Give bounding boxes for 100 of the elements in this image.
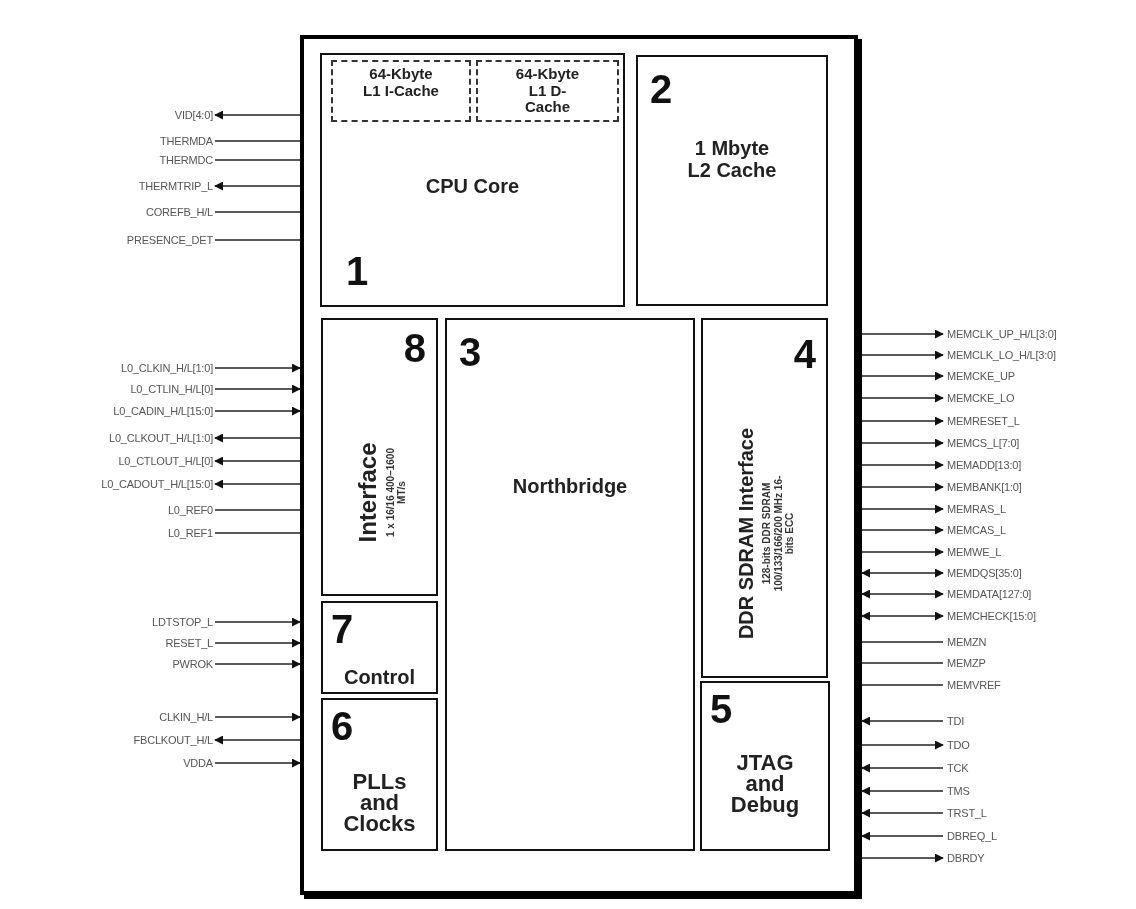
pin-label: TMS xyxy=(947,784,970,798)
cache-block xyxy=(331,60,471,122)
block-number: 2 xyxy=(650,69,673,109)
block-title: 64-Kbyte L1 I-Cache xyxy=(362,66,440,99)
pin-label: MEMDQS[35:0] xyxy=(947,566,1022,580)
signal-line xyxy=(214,456,301,466)
pin-label: TRST_L xyxy=(947,806,987,820)
block-title: PLLs and Clocks xyxy=(342,772,417,835)
pin-label: TCK xyxy=(947,761,969,775)
pin-label: FBCLKOUT_H/L xyxy=(133,733,213,747)
signal-line xyxy=(214,406,301,416)
debug-block xyxy=(700,681,830,851)
signal-line xyxy=(861,460,944,470)
block-number: 7 xyxy=(331,609,354,649)
signal-line xyxy=(214,363,301,373)
signal-line xyxy=(214,110,301,120)
pin-label: L0_CTLIN_H/L[0] xyxy=(130,382,213,396)
signal-line xyxy=(861,482,944,492)
signal-line xyxy=(214,735,301,745)
block-number: 1 xyxy=(346,251,369,291)
signal-line xyxy=(214,140,301,142)
signal-line xyxy=(861,786,944,796)
signal-line xyxy=(214,712,301,722)
signal-line xyxy=(214,384,301,394)
northbridge-block xyxy=(445,318,695,851)
pin-label: CLKIN_H/L xyxy=(159,710,213,724)
block-title: Interface xyxy=(352,442,381,543)
signal-line xyxy=(214,532,301,534)
pin-label: RESET_L xyxy=(165,636,213,650)
signal-line xyxy=(214,659,301,669)
signal-line xyxy=(861,371,944,381)
pin-label: MEMCLK_LO_H/L[3:0] xyxy=(947,348,1056,362)
signal-line xyxy=(214,479,301,489)
block-description: 128-bits DDR SDRAM 100/133/166/200 MHz 16-bits ECC xyxy=(760,474,795,593)
pin-label: LDTSTOP_L xyxy=(152,615,213,629)
pin-label: L0_CTLOUT_H/L[0] xyxy=(118,454,213,468)
signal-line xyxy=(861,525,944,535)
block-title: Control xyxy=(342,666,417,688)
signal-line xyxy=(861,589,944,599)
pin-label: MEMRAS_L xyxy=(947,502,1006,516)
pin-label: L0_CLKIN_H/L[1:0] xyxy=(121,361,213,375)
signal-line xyxy=(214,617,301,627)
pin-label: THERMDA xyxy=(160,134,213,148)
signal-line xyxy=(861,662,944,664)
pin-label: DBRDY xyxy=(947,851,985,865)
pin-label: MEMDATA[127:0] xyxy=(947,587,1032,601)
pin-label: L0_REF0 xyxy=(167,503,213,517)
signal-line xyxy=(861,611,944,621)
signal-line xyxy=(861,416,944,426)
pin-label: MEMCKE_LO xyxy=(947,391,1015,405)
block-title: CPU Core xyxy=(424,175,521,197)
block-number: 8 xyxy=(403,328,426,368)
memory-interface-block xyxy=(701,318,828,678)
signal-line xyxy=(861,393,944,403)
pin-label: MEMWE_L xyxy=(947,545,1002,559)
signal-line xyxy=(214,509,301,511)
pin-label: MEMBANK[1:0] xyxy=(947,480,1022,494)
pin-label: MEMVREF xyxy=(947,678,1001,692)
signal-line xyxy=(214,159,301,161)
clock-block xyxy=(321,698,438,851)
pin-label: PRESENCE_DET xyxy=(126,233,213,247)
pin-label: THERMDC xyxy=(159,153,213,167)
signal-line xyxy=(861,740,944,750)
pin-label: THERMTRIP_L xyxy=(138,179,213,193)
block-number: 3 xyxy=(459,332,482,372)
signal-line xyxy=(861,350,944,360)
block-number: 5 xyxy=(710,689,733,729)
pin-label: DBREQ_L xyxy=(947,829,997,843)
pin-label: MEMRESET_L xyxy=(947,414,1020,428)
signal-line xyxy=(861,504,944,514)
pin-label: TDI xyxy=(947,714,965,728)
block-description: 1 x 16/16 400–1600 MT/s xyxy=(383,447,407,537)
pin-label: L0_CLKOUT_H/L[1:0] xyxy=(109,431,213,445)
block-title: Northbridge xyxy=(511,475,629,497)
cache-block xyxy=(476,60,619,122)
signal-line xyxy=(861,641,944,643)
signal-line xyxy=(214,758,301,768)
pin-label: L0_CADOUT_H/L[15:0] xyxy=(101,477,213,491)
signal-line xyxy=(214,211,301,213)
pin-label: MEMZN xyxy=(947,635,987,649)
pin-label: MEMCAS_L xyxy=(947,523,1006,537)
block-title: DDR SDRAM Interface xyxy=(734,427,758,639)
pin-label: MEMCHECK[15:0] xyxy=(947,609,1036,623)
pin-label: MEMCS_L[7:0] xyxy=(947,436,1020,450)
signal-line xyxy=(861,808,944,818)
signal-line xyxy=(861,568,944,578)
pin-label: MEMCKE_UP xyxy=(947,369,1015,383)
control-block xyxy=(321,601,438,694)
interface-block xyxy=(321,318,438,596)
cache-block xyxy=(636,55,828,306)
signal-line xyxy=(861,438,944,448)
pin-label: TDO xyxy=(947,738,970,752)
block-title: 64-Kbyte L1 D-Cache xyxy=(514,66,581,116)
signal-line xyxy=(861,853,944,863)
pin-label: MEMZP xyxy=(947,656,986,670)
pin-label: VDDA xyxy=(183,756,213,770)
signal-line xyxy=(861,684,944,686)
pin-label: COREFB_H/L xyxy=(145,205,213,219)
pin-label: L0_REF1 xyxy=(167,526,213,540)
signal-line xyxy=(861,763,944,773)
